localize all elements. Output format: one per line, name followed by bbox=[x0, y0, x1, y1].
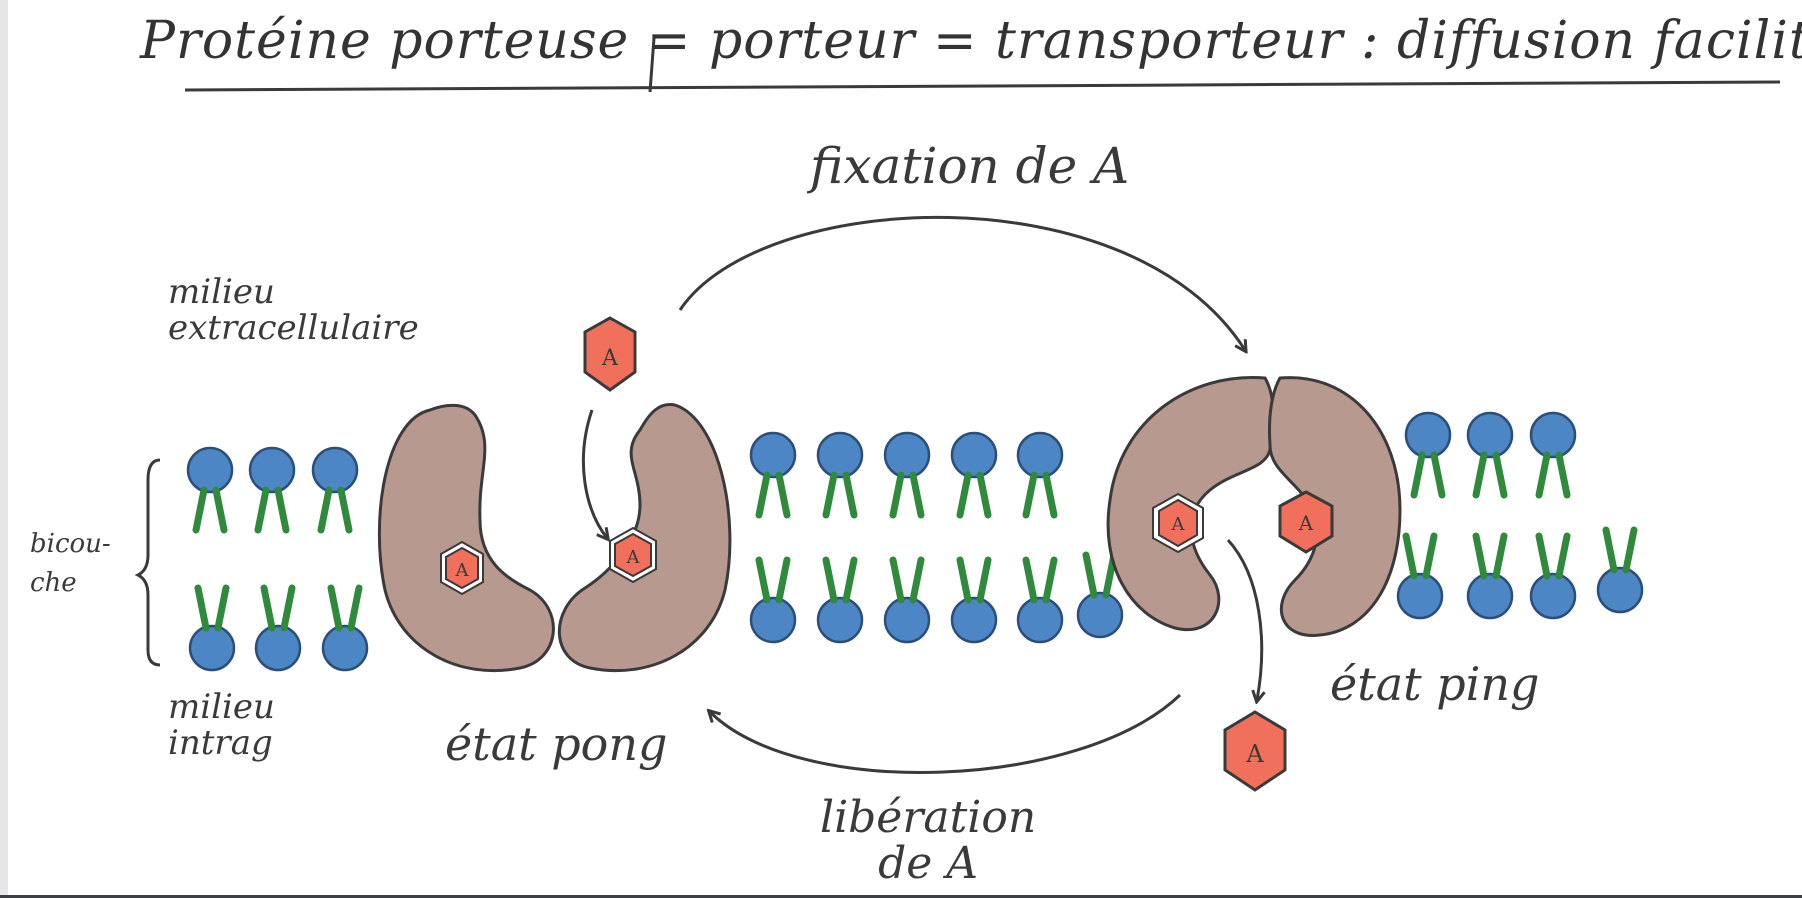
label-liberation-line-1: libération bbox=[820, 795, 1036, 841]
svg-text:A: A bbox=[1171, 514, 1186, 535]
label-ping-state: état ping bbox=[1330, 660, 1539, 708]
svg-text:A: A bbox=[455, 560, 470, 581]
lipid-group-right bbox=[1398, 413, 1642, 618]
diagram-title: Protéine porteuse = porteur = transporte… bbox=[140, 14, 1802, 69]
label-extracellular-line-2: extracellulaire bbox=[168, 311, 419, 347]
svg-text:A: A bbox=[1298, 511, 1314, 535]
molecule-a-ping-left: A bbox=[1153, 494, 1203, 552]
label-pong-state: état pong bbox=[445, 720, 667, 768]
label-intracellular-line-1: milieu bbox=[168, 690, 275, 726]
bilayer-brace bbox=[138, 460, 160, 665]
svg-text:A: A bbox=[1245, 740, 1264, 768]
arrow-release bbox=[1228, 540, 1262, 700]
carrier-protein-ping bbox=[1108, 377, 1400, 635]
arrow-fixation bbox=[680, 217, 1245, 350]
label-fixation: fixation de A bbox=[810, 140, 1129, 193]
label-intracellular: milieu intrag bbox=[168, 690, 275, 761]
label-intracellular-line-2: intrag bbox=[168, 726, 275, 762]
arrow-liberation bbox=[710, 695, 1180, 772]
molecule-a-released: A bbox=[1225, 712, 1285, 790]
molecule-a-extracellular: A bbox=[585, 318, 635, 390]
molecule-a-bound-left: A bbox=[441, 542, 483, 594]
arrow-entry bbox=[583, 410, 607, 538]
label-bilayer: bicou-che bbox=[30, 525, 130, 603]
carrier-protein-pong bbox=[379, 404, 730, 670]
svg-text:A: A bbox=[626, 547, 641, 568]
molecule-a-bound-right: A bbox=[610, 528, 656, 582]
molecule-label-a: A bbox=[601, 346, 619, 371]
label-liberation: libération de A bbox=[820, 795, 1036, 887]
title-underline bbox=[185, 82, 1780, 90]
label-extracellular-line-1: milieu bbox=[168, 275, 419, 311]
label-extracellular: milieu extracellulaire bbox=[168, 275, 419, 346]
lipid-group-middle bbox=[751, 433, 1122, 642]
label-liberation-line-2: de A bbox=[820, 841, 1036, 887]
lipid-group-left bbox=[188, 448, 367, 670]
